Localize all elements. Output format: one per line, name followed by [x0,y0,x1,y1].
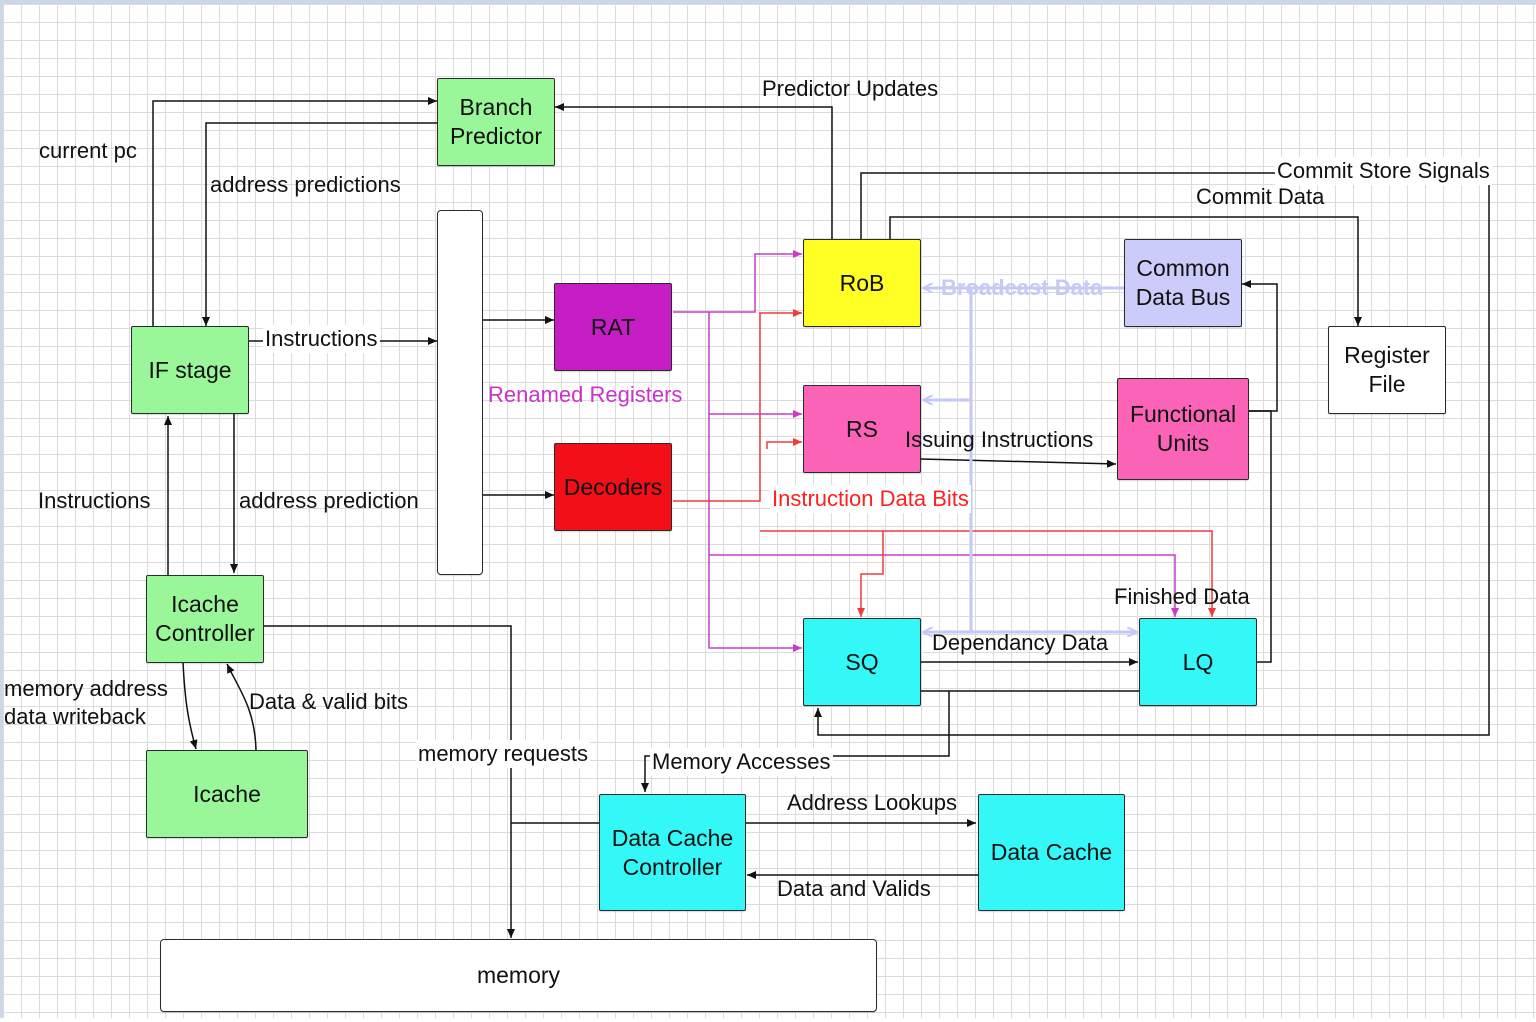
label-dependancy-data: Dependancy Data [932,630,1109,655]
label-commit-data: Commit Data [1196,184,1325,209]
wire-rat-sq [708,414,802,652]
register-file-block[interactable]: Register File [1328,326,1446,414]
wire-data-valid [226,663,257,751]
icache-label: Icache [193,780,261,807]
label-predictor-updates: Predictor Updates [762,76,939,101]
label-instructions-up: Instructions [38,488,151,513]
memory-block[interactable]: memory [160,939,877,1012]
wire-dec-rs [766,438,802,449]
pipeline-buffer[interactable] [437,210,483,575]
label-address-prediction: address prediction [239,488,419,513]
if-stage-block[interactable]: IF stage [131,326,249,414]
wire-commit-data [889,216,1362,326]
label-renamed-registers: Renamed Registers [488,382,683,407]
rs-label: RS [846,415,878,442]
wire-rat-rob [673,250,802,313]
branch-predictor-label: Branch Predictor [449,94,543,149]
label-instruction-data-bits: Instruction Data Bits [770,485,971,513]
icache-block[interactable]: Icache [146,750,308,838]
rat-block[interactable]: RAT [554,283,672,371]
dcache-controller-block[interactable]: Data Cache Controller [599,794,746,911]
wire-fu-lq [1249,410,1272,663]
label-broadcast-data: Broadcast Data [941,275,1103,300]
branch-predictor-block[interactable]: Branch Predictor [437,78,555,166]
icache-controller-block[interactable]: Icache Controller [146,575,264,663]
label-memory-accesses: Memory Accesses [650,748,833,776]
cdb-label: Common Data Bus [1135,255,1231,310]
if-stage-label: IF stage [148,356,232,383]
wire-memory-address [182,661,198,750]
wire-predictor-updates [555,103,833,239]
label-current-pc: current pc [39,138,137,163]
sq-label: SQ [845,648,879,675]
lq-block[interactable]: LQ [1139,618,1257,706]
rob-block[interactable]: RoB [803,239,921,327]
label-memory-requests: memory requests [416,740,590,768]
rob-label: RoB [839,269,885,296]
rs-block[interactable]: RS [803,385,921,473]
label-address-lookups: Address Lookups [787,790,957,815]
rat-label: RAT [590,313,636,340]
wire-commit-store [814,172,1490,736]
functional-units-label: Functional Units [1129,401,1237,456]
wire-dec-rob [673,309,802,502]
dcache-controller-label: Data Cache Controller [611,824,734,880]
functional-units-block[interactable]: Functional Units [1117,378,1249,480]
label-memory-address: memory address data writeback [4,676,168,729]
wire-rat-lq [709,554,1179,617]
wire-dec-lq [760,530,1216,617]
sq-block[interactable]: SQ [803,618,921,706]
label-finished-data: Finished Data [1114,584,1250,609]
decoders-block[interactable]: Decoders [554,443,672,531]
wire-rat-rs [708,312,802,418]
register-file-label: Register File [1344,342,1430,397]
connection-wires [152,97,1490,938]
label-commit-store-signals: Commit Store Signals [1275,157,1492,185]
label-data-valid-bits: Data & valid bits [249,689,408,714]
dcache-block[interactable]: Data Cache [978,794,1125,911]
dcache-label: Data Cache [990,839,1113,865]
wire-lq-sq [641,690,1139,792]
wire-address-predictions [202,122,437,326]
lq-label: LQ [1182,648,1214,675]
label-address-predictions: address predictions [210,172,401,197]
label-data-and-valids: Data and Valids [777,876,931,901]
decoders-label: Decoders [563,473,663,500]
wire-current-pc [152,97,437,327]
cdb-block[interactable]: Common Data Bus [1124,239,1242,327]
label-instructions-fetch: Instructions [263,325,380,353]
memory-label: memory [476,962,561,988]
icache-controller-label: Icache Controller [155,591,255,646]
wire-issuing [920,458,1117,468]
wire-memory-requests [263,625,515,938]
label-issuing-instructions: Issuing Instructions [905,427,1094,452]
wire-dec-sq [857,531,884,617]
